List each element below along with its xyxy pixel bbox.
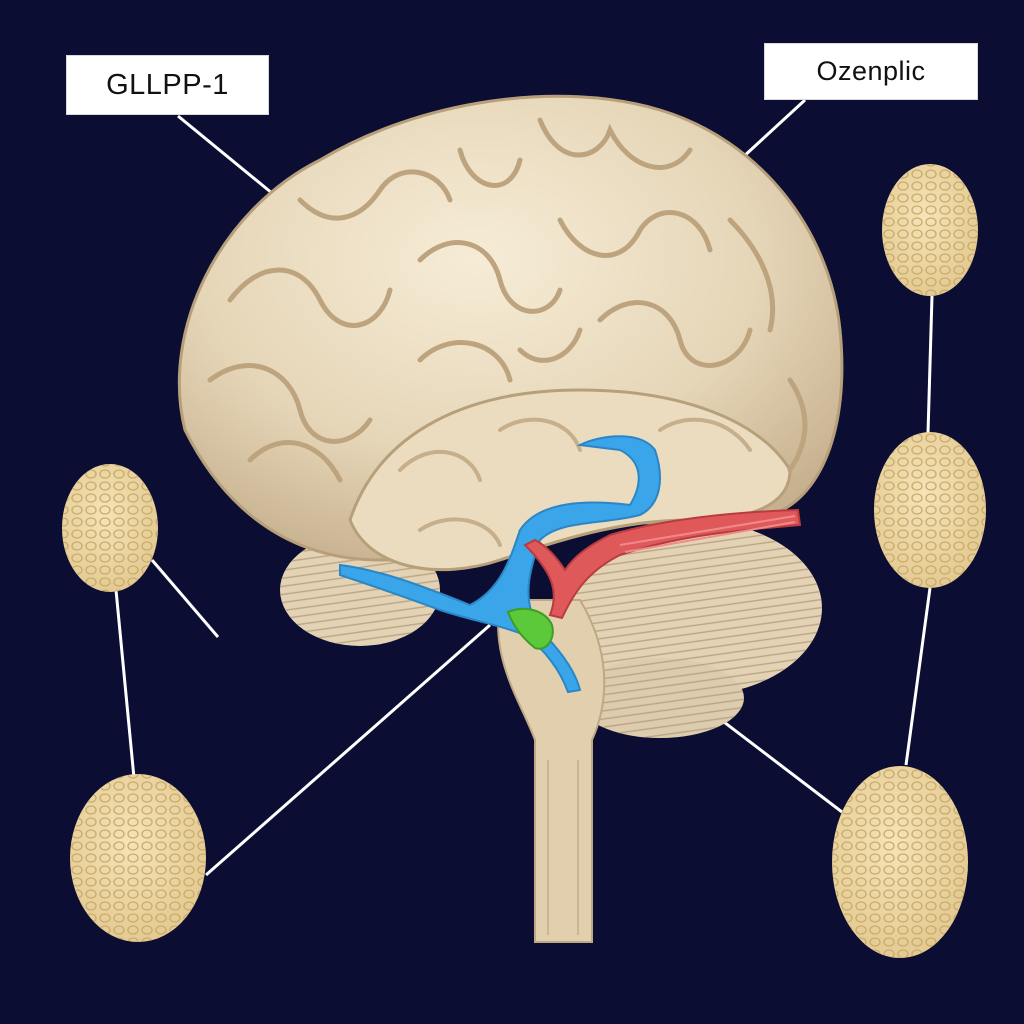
cell-group — [62, 164, 986, 958]
fat-cell-oval-icon — [882, 164, 978, 296]
fat-cell-oval-icon — [874, 432, 986, 588]
cerebrum — [177, 94, 844, 572]
label-ozenplic: Ozenplic — [764, 43, 978, 100]
leader-line-cell-r1-r2 — [926, 295, 934, 434]
fat-cell-oval-icon — [832, 766, 968, 958]
label-gllpp: GLLPP-1 — [66, 55, 269, 115]
leader-line-cell-l1-l2 — [114, 589, 136, 779]
leader-line-cell-l1 — [150, 559, 220, 638]
green-spot — [506, 607, 554, 650]
leader-line-cell-l2-brainstem — [205, 623, 491, 877]
leader-line-cell-r2-r3 — [904, 587, 932, 766]
fat-cell-oval-icon — [70, 774, 206, 942]
red-vessel — [523, 508, 802, 620]
leader-lines — [114, 98, 934, 877]
fat-cell-oval-icon — [62, 464, 158, 592]
cerebellum — [280, 520, 822, 738]
